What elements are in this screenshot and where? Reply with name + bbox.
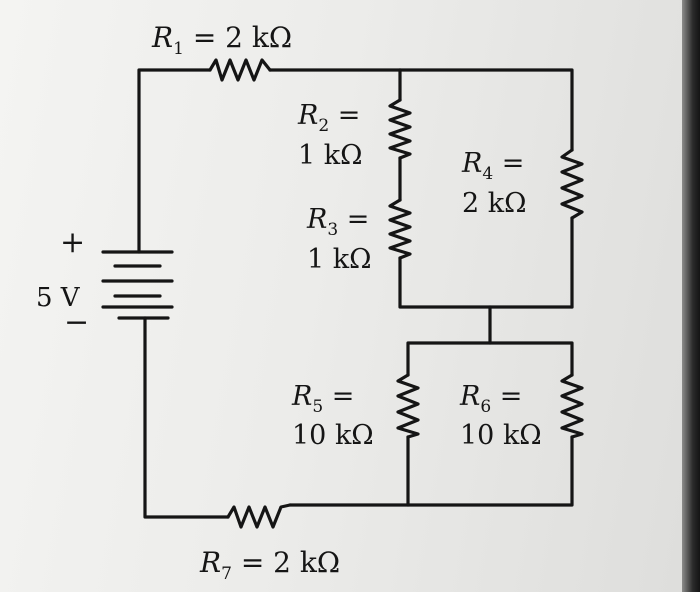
battery-plus-sign: + [60, 225, 85, 260]
r2-value: 1 kΩ [298, 140, 363, 171]
r3-label: R3 = [306, 204, 369, 240]
resistor-r4-symbol [560, 148, 584, 220]
r5-label: R5 = [291, 381, 354, 417]
r3-value: 1 kΩ [307, 244, 372, 275]
r6-label: R6 = [459, 381, 522, 417]
wire-r5-bottom [406, 435, 574, 507]
resistor-r6-symbol [560, 373, 584, 439]
r4-label: R4 = [461, 148, 524, 184]
r1-label: R1 = 2 kΩ [151, 21, 292, 59]
r7-label: R7 = 2 kΩ [199, 546, 340, 584]
r2-label: R2 = [297, 100, 360, 136]
resistor-r1-symbol [208, 58, 272, 82]
wire-lower-top [406, 341, 574, 377]
battery-voltage-label: 5 V [36, 283, 81, 313]
battery-minus-sign: − [64, 305, 89, 340]
resistor-r7-symbol [226, 503, 292, 529]
wire-top-right [398, 68, 574, 152]
wire-r3-bottom [398, 256, 574, 309]
r5-value: 10 kΩ [292, 420, 374, 451]
resistor-r3-symbol [388, 198, 412, 260]
resistor-r5-symbol [396, 373, 420, 439]
resistor-r2-symbol [388, 98, 412, 160]
dark-edge [682, 0, 700, 592]
r4-value: 2 kΩ [462, 188, 527, 219]
wire-top-left [137, 68, 212, 254]
r6-value: 10 kΩ [460, 420, 542, 451]
wire-bottom-left [143, 316, 230, 519]
